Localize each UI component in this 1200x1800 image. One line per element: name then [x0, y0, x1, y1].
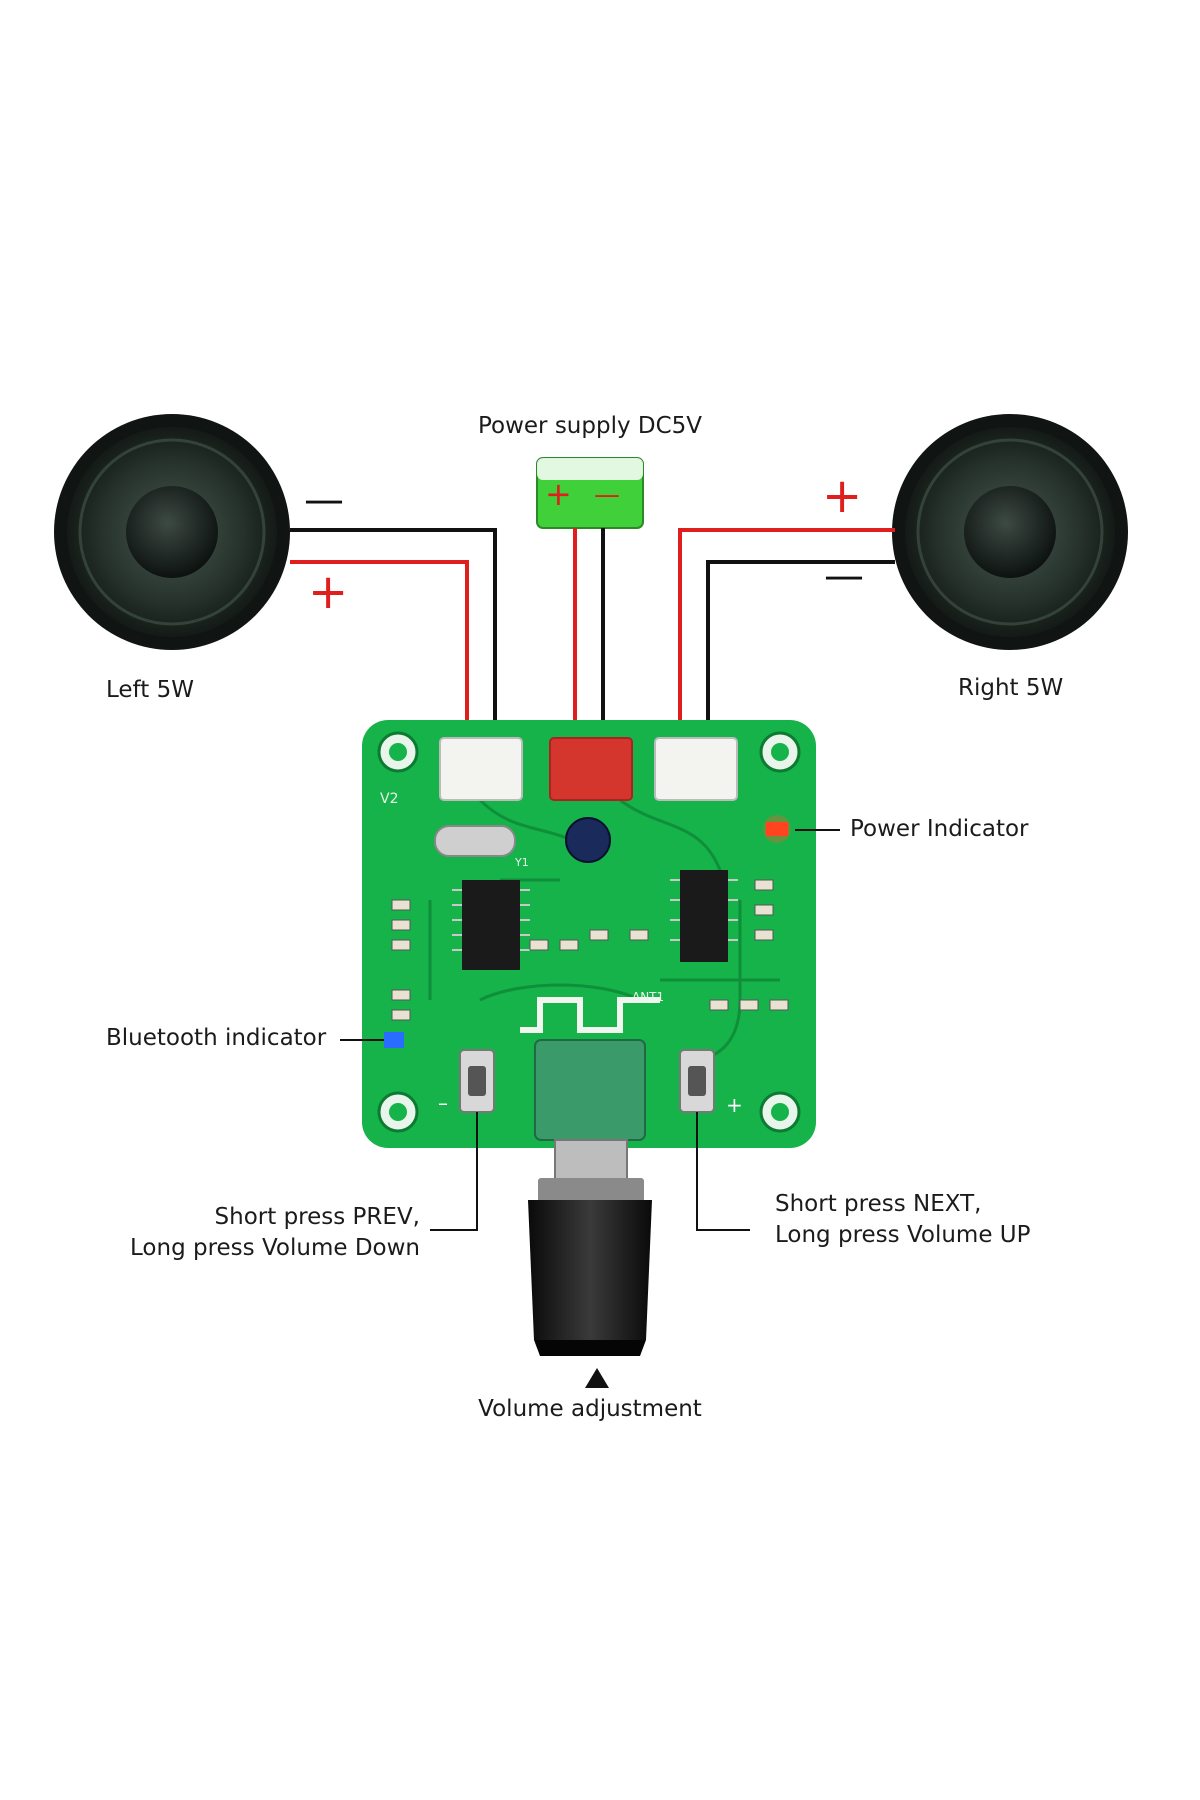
right-positive-wire — [678, 528, 895, 740]
leader-lines — [340, 829, 840, 1231]
speaker-left-icon — [54, 414, 290, 650]
right-speaker-label: Right 5W — [958, 675, 1064, 701]
left-speaker-label: Left 5W — [106, 677, 194, 703]
prev-minus-symbol: – — [438, 1091, 448, 1115]
chip-pins — [452, 879, 738, 951]
mounting-holes — [377, 731, 801, 1133]
amplifier-chip — [680, 870, 728, 962]
bluetooth-indicator-label: Bluetooth indicator — [106, 1025, 327, 1051]
crystal-oscillator — [434, 825, 516, 857]
volume-knob-icon[interactable] — [528, 1139, 652, 1356]
next-label-line2: Long press Volume UP — [775, 1222, 1031, 1248]
power-led — [766, 822, 788, 836]
board-version: V2 — [380, 791, 399, 807]
wires — [290, 528, 895, 740]
electrolytic-capacitor — [565, 817, 611, 863]
power-connector — [549, 737, 633, 801]
antenna-trace — [520, 997, 660, 1033]
power-supply-icon — [536, 457, 644, 529]
next-plus-symbol: + — [726, 1093, 743, 1117]
bluetooth-chip — [462, 880, 520, 970]
right-minus-symbol: — — [824, 553, 864, 599]
right-plus-symbol: + — [822, 468, 863, 524]
potentiometer-body — [534, 1039, 646, 1141]
left-minus-symbol: — — [304, 477, 344, 523]
supply-plus-symbol: + — [545, 475, 572, 513]
antenna-label: ANT1 — [632, 990, 665, 1004]
right-negative-wire — [706, 560, 895, 740]
speaker-right-icon — [892, 414, 1128, 650]
amplifier-board — [362, 720, 816, 1148]
power-indicator-label: Power Indicator — [850, 816, 1029, 842]
right-speaker-connector — [654, 737, 738, 801]
power-supply-label: Power supply DC5V — [477, 413, 703, 439]
left-speaker-connector — [439, 737, 523, 801]
prev-label-line2: Long press Volume Down — [130, 1235, 420, 1261]
volume-adjustment-label: Volume adjustment — [478, 1396, 702, 1422]
prev-label-line1: Short press PREV, — [214, 1204, 420, 1230]
volume-pointer-icon — [585, 1368, 609, 1388]
crystal-label: Y1 — [515, 856, 529, 869]
left-plus-symbol: + — [308, 564, 349, 620]
smd-components — [391, 879, 789, 1021]
bluetooth-led — [384, 1032, 404, 1048]
left-positive-wire — [290, 560, 469, 740]
supply-minus-symbol: — — [594, 480, 620, 510]
next-label-line1: Short press NEXT, — [775, 1191, 982, 1217]
left-negative-wire — [290, 528, 497, 740]
